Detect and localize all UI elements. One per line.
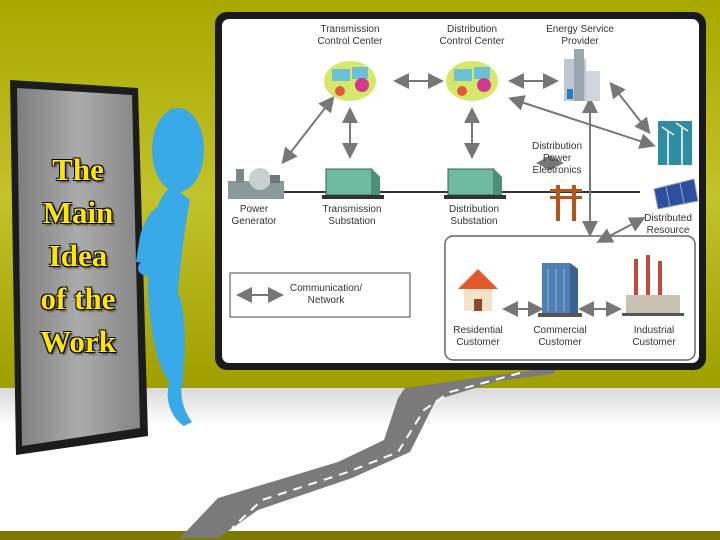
label-commercial-customer: Commercial Customer (533, 325, 587, 348)
diagram-frame: Transmission Control Center Distribution… (215, 12, 706, 370)
label-transmission-control-center: Transmission Control Center (317, 24, 383, 47)
distribution-control-icon (446, 61, 498, 101)
transmission-control-icon (324, 61, 376, 101)
label-energy-service-provider: Energy Service Provider (546, 24, 614, 47)
sign-line-4: of the (40, 281, 116, 316)
diagram-graphics (228, 49, 699, 361)
label-distributed-resource: Distributed Resource (644, 213, 692, 236)
sign-title: The Main Idea of the Work (22, 148, 134, 363)
smart-grid-diagram: Transmission Control Center Distribution… (222, 19, 699, 363)
label-power-electronics: Distribution Power Electronics (531, 141, 583, 176)
house-icon (458, 269, 498, 311)
sign-line-2: Main (42, 195, 114, 230)
power-generator-icon (228, 168, 284, 199)
label-distribution-control-center: Distribution Control Center (439, 24, 505, 47)
distribution-substation-icon (444, 168, 506, 199)
road (180, 366, 562, 538)
label-distribution-substation: Distribution Substation (448, 204, 500, 227)
factory-icon (622, 255, 684, 316)
label-industrial-customer: Industrial Customer (632, 325, 676, 348)
sign-line-1: The (52, 152, 104, 187)
wind-turbine-icon (658, 121, 692, 165)
office-building-icon (538, 263, 582, 317)
figure-person (136, 108, 204, 426)
sign-line-3: Idea (48, 238, 108, 273)
label-transmission-substation: Transmission Substation (322, 204, 382, 227)
energy-service-provider-icon (564, 49, 600, 101)
transmission-substation-icon (322, 168, 384, 199)
power-electronics-icon (550, 185, 582, 221)
legend-label: Communication/ Network (289, 283, 363, 306)
solar-panel-icon (653, 178, 699, 210)
bottom-bar (0, 531, 720, 540)
label-power-generator: Power Generator (231, 204, 277, 227)
sign-board-face (17, 88, 140, 446)
sign-line-5: Work (40, 324, 116, 359)
label-residential-customer: Residential Customer (453, 325, 503, 348)
road-dashes (231, 372, 521, 529)
communication-links (281, 73, 656, 317)
